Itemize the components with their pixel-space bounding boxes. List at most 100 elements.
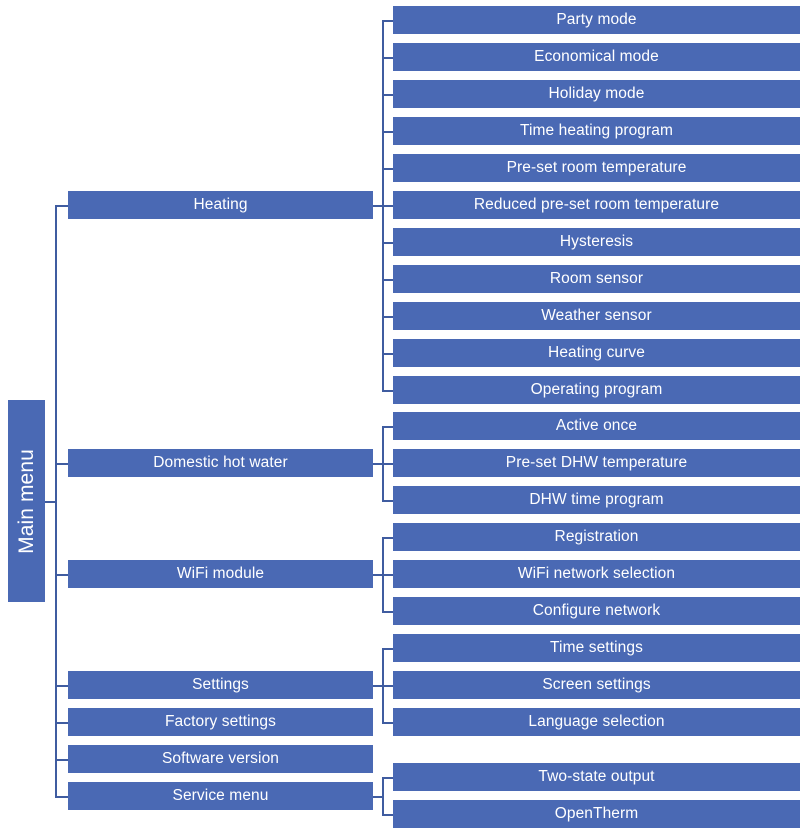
connector-level3-hysteresis <box>382 242 393 244</box>
node-opentherm[interactable]: OpenTherm <box>393 800 800 828</box>
connector-level2-factory-settings <box>55 722 68 724</box>
connector-level3-opentherm <box>382 814 393 816</box>
node-settings[interactable]: Settings <box>68 671 373 699</box>
connector-parent-stem-settings <box>373 685 384 687</box>
node-screen-settings[interactable]: Screen settings <box>393 671 800 699</box>
node-two-state-output[interactable]: Two-state output <box>393 763 800 791</box>
node-time-settings[interactable]: Time settings <box>393 634 800 662</box>
subbus-line-dhw <box>382 426 384 500</box>
connector-parent-stem-heating <box>373 205 384 207</box>
node-hysteresis[interactable]: Hysteresis <box>393 228 800 256</box>
connector-level3-language-selection <box>382 722 393 724</box>
connector-level3-heating-curve <box>382 353 393 355</box>
node-room-sensor-label: Room sensor <box>549 270 644 288</box>
connector-parent-stem-service-menu <box>373 796 384 798</box>
connector-level2-heating <box>55 205 68 207</box>
node-heating[interactable]: Heating <box>68 191 373 219</box>
subbus-line-wifi <box>382 537 384 611</box>
node-pre-set-room-temperature-label: Pre-set room temperature <box>506 159 687 177</box>
connector-level2-settings <box>55 685 68 687</box>
node-registration-label: Registration <box>554 528 639 546</box>
node-software-version[interactable]: Software version <box>68 745 373 773</box>
node-heating-label: Heating <box>193 196 248 214</box>
subbus-line-heating <box>382 20 384 390</box>
node-economical-mode-label: Economical mode <box>534 48 659 66</box>
node-time-settings-label: Time settings <box>550 639 643 657</box>
node-time-heating-program-label: Time heating program <box>519 122 674 140</box>
connector-level3-room-sensor <box>382 279 393 281</box>
node-configure-network[interactable]: Configure network <box>393 597 800 625</box>
node-main-menu-label: Main menu <box>15 448 39 554</box>
node-wifi-label: WiFi module <box>176 565 265 583</box>
node-active-once-label: Active once <box>555 417 638 435</box>
connector-level2-service-menu <box>55 796 68 798</box>
node-language-selection-label: Language selection <box>528 713 665 731</box>
node-service-menu[interactable]: Service menu <box>68 782 373 810</box>
node-reduced-pre-set-room-temperature-label: Reduced pre-set room temperature <box>473 196 720 214</box>
node-language-selection[interactable]: Language selection <box>393 708 800 736</box>
node-hysteresis-label: Hysteresis <box>559 233 634 251</box>
node-main-menu[interactable]: Main menu <box>8 400 45 602</box>
node-reduced-pre-set-room-temperature[interactable]: Reduced pre-set room temperature <box>393 191 800 219</box>
node-holiday-mode-label: Holiday mode <box>548 85 645 103</box>
node-dhw-time-program[interactable]: DHW time program <box>393 486 800 514</box>
connector-level3-configure-network <box>382 611 393 613</box>
node-dhw-label: Domestic hot water <box>153 454 288 472</box>
root-bus-line <box>55 205 57 796</box>
connector-level3-party-mode <box>382 20 393 22</box>
connector-level3-pre-set-dhw-temperature <box>382 463 393 465</box>
node-wifi-network-selection[interactable]: WiFi network selection <box>393 560 800 588</box>
node-software-version-label: Software version <box>161 750 280 768</box>
connector-level3-weather-sensor <box>382 316 393 318</box>
connector-level3-economical-mode <box>382 57 393 59</box>
connector-level3-dhw-time-program <box>382 500 393 502</box>
node-holiday-mode[interactable]: Holiday mode <box>393 80 800 108</box>
node-pre-set-room-temperature[interactable]: Pre-set room temperature <box>393 154 800 182</box>
node-registration[interactable]: Registration <box>393 523 800 551</box>
node-dhw[interactable]: Domestic hot water <box>68 449 373 477</box>
node-wifi-network-selection-label: WiFi network selection <box>517 565 676 583</box>
node-operating-program-label: Operating program <box>530 381 663 399</box>
connector-level3-time-heating-program <box>382 131 393 133</box>
node-factory-settings[interactable]: Factory settings <box>68 708 373 736</box>
connector-level3-active-once <box>382 426 393 428</box>
connector-level3-wifi-network-selection <box>382 574 393 576</box>
connector-parent-stem-dhw <box>373 463 384 465</box>
connector-level2-software-version <box>55 759 68 761</box>
node-factory-settings-label: Factory settings <box>164 713 276 731</box>
node-service-menu-label: Service menu <box>172 787 269 805</box>
connector-level3-screen-settings <box>382 685 393 687</box>
node-weather-sensor[interactable]: Weather sensor <box>393 302 800 330</box>
connector-level2-wifi <box>55 574 68 576</box>
node-wifi[interactable]: WiFi module <box>68 560 373 588</box>
node-room-sensor[interactable]: Room sensor <box>393 265 800 293</box>
connector-level3-two-state-output <box>382 777 393 779</box>
connector-parent-stem-wifi <box>373 574 384 576</box>
connector-level3-holiday-mode <box>382 94 393 96</box>
connector-level3-registration <box>382 537 393 539</box>
node-opentherm-label: OpenTherm <box>554 805 639 823</box>
subbus-line-settings <box>382 648 384 722</box>
node-party-mode-label: Party mode <box>556 11 637 29</box>
node-heating-curve-label: Heating curve <box>548 344 645 362</box>
root-stem-line <box>45 501 57 503</box>
node-operating-program[interactable]: Operating program <box>393 376 800 404</box>
node-economical-mode[interactable]: Economical mode <box>393 43 800 71</box>
connector-level3-reduced-pre-set-room-temperature <box>382 205 393 207</box>
node-settings-label: Settings <box>192 676 249 694</box>
node-time-heating-program[interactable]: Time heating program <box>393 117 800 145</box>
node-weather-sensor-label: Weather sensor <box>541 307 652 325</box>
node-active-once[interactable]: Active once <box>393 412 800 440</box>
node-screen-settings-label: Screen settings <box>542 676 651 694</box>
node-dhw-time-program-label: DHW time program <box>529 491 664 509</box>
subbus-line-service-menu <box>382 777 384 814</box>
connector-level3-operating-program <box>382 390 393 392</box>
node-pre-set-dhw-temperature-label: Pre-set DHW temperature <box>505 454 688 472</box>
connector-level3-pre-set-room-temperature <box>382 168 393 170</box>
node-party-mode[interactable]: Party mode <box>393 6 800 34</box>
node-configure-network-label: Configure network <box>532 602 661 620</box>
node-heating-curve[interactable]: Heating curve <box>393 339 800 367</box>
node-pre-set-dhw-temperature[interactable]: Pre-set DHW temperature <box>393 449 800 477</box>
connector-level2-dhw <box>55 463 68 465</box>
